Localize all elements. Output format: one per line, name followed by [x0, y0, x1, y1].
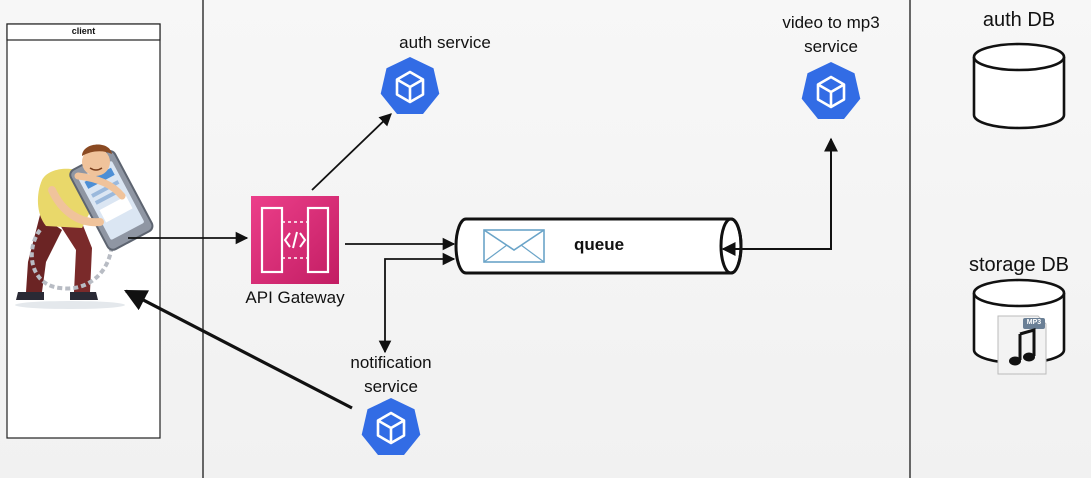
queue-label: queue	[573, 235, 625, 254]
video-service-label-line1: video to mp3	[782, 13, 880, 32]
notification-service-icon	[361, 398, 421, 455]
client-person-illustration	[15, 144, 154, 309]
video-to-mp3-service-icon	[801, 62, 861, 119]
auth-db-label: auth DB	[982, 9, 1056, 31]
arrow-notification-to-client	[124, 289, 353, 410]
envelope-icon	[483, 229, 545, 263]
mp3-badge-label: MP3	[1026, 319, 1042, 326]
auth-service-label: auth service	[399, 33, 491, 52]
mp3-file-icon	[997, 315, 1047, 375]
client-title: client	[71, 26, 96, 36]
video-service-label-line2: service	[804, 37, 858, 56]
arrow-queue-notification-link	[378, 252, 456, 354]
notification-service-label-line2: service	[364, 377, 418, 396]
api-gateway-icon	[251, 196, 339, 284]
auth-service-icon	[380, 57, 440, 114]
storage-db-label: storage DB	[968, 254, 1070, 276]
arrow-queue-video-service-link	[721, 137, 838, 256]
api-gateway-label: API Gateway	[245, 288, 345, 307]
auth-db-cylinder	[972, 42, 1066, 130]
notification-service-label-line1: notification	[350, 353, 432, 372]
arrow-gateway-to-auth-service	[311, 113, 392, 191]
